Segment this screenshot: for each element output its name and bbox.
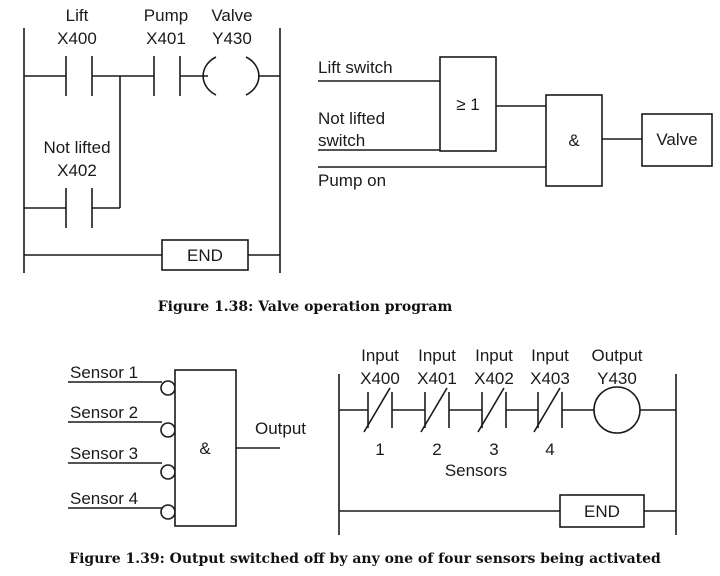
contact-4-name-label: Input: [531, 346, 569, 365]
not-lifted-branch: [24, 76, 121, 228]
output-coil: [593, 386, 641, 434]
output-label: Output: [255, 419, 306, 438]
pump-name-label: Pump: [144, 6, 188, 25]
valve-output-label: Valve: [656, 130, 697, 149]
and-gate-box: [174, 369, 237, 527]
sensor-1-label: Sensor 1: [70, 363, 138, 382]
contact-2-name-label: Input: [418, 346, 456, 365]
figure-1-39-caption: Figure 1.39: Output switched off by any …: [69, 551, 661, 567]
and-gate-label: &: [199, 439, 211, 458]
fig138-ladder-diagram: END Lift X400 Pump X401 Valve Y430 Not l…: [23, 6, 281, 273]
and-gate-label: &: [568, 131, 580, 150]
output-name-label: Output: [591, 346, 642, 365]
sensor-number-4: 4: [545, 440, 554, 459]
rung-1: [24, 56, 280, 96]
and-gate-box: [545, 94, 603, 187]
output-address-label: Y430: [597, 369, 637, 388]
or-gate-label: ≥ 1: [456, 95, 480, 114]
contact-1-address-label: X400: [360, 369, 400, 388]
not-lifted-label-line2: switch: [318, 131, 365, 150]
valve-address-label: Y430: [212, 29, 252, 48]
end-box: [559, 494, 645, 528]
sensor-number-2: 2: [432, 440, 441, 459]
nc-contact-1: [363, 387, 393, 433]
sensor-number-1: 1: [375, 440, 384, 459]
contact-3-name-label: Input: [475, 346, 513, 365]
sensor-4-inverter-bubble: [160, 504, 176, 520]
lift-name-label: Lift: [66, 6, 89, 25]
or-gate-box: [439, 56, 497, 152]
sensor-1-inverter-bubble: [160, 380, 176, 396]
pump-address-label: X401: [146, 29, 186, 48]
contact-2-address-label: X401: [417, 369, 457, 388]
fig138-logic-diagram: ≥ 1 & Valve Lift switch Not lifted switc…: [318, 56, 713, 190]
contact-4-address-label: X403: [530, 369, 570, 388]
lift-address-label: X400: [57, 29, 97, 48]
end-label: END: [584, 502, 620, 521]
lift-switch-label: Lift switch: [318, 58, 393, 77]
sensor-3-inverter-bubble: [160, 464, 176, 480]
nc-contact-4: [533, 387, 563, 433]
nc-contact-2: [420, 387, 450, 433]
sensor-number-3: 3: [489, 440, 498, 459]
fig139-ladder-diagram: END Input X400 Input X401 Input X402 Inp…: [338, 346, 677, 535]
valve-coil-left-arc: [202, 56, 217, 96]
sensor-3-label: Sensor 3: [70, 444, 138, 463]
end-box: [161, 239, 249, 271]
valve-name-label: Valve: [211, 6, 252, 25]
fig139-logic-diagram: & Output Sensor 1 Sensor 2 Sensor 3 Sens…: [68, 363, 306, 527]
not-lifted-address-label: X402: [57, 161, 97, 180]
not-lifted-name-label: Not lifted: [43, 138, 110, 157]
sensor-4-label: Sensor 4: [70, 489, 138, 508]
end-rung: END: [24, 239, 280, 271]
sensors-label: Sensors: [445, 461, 507, 480]
nc-contact-3: [477, 387, 507, 433]
contact-3-address-label: X402: [474, 369, 514, 388]
sensor-2-label: Sensor 2: [70, 403, 138, 422]
valve-output-box: [641, 113, 713, 167]
sensor-2-inverter-bubble: [160, 422, 176, 438]
not-lifted-label-line1: Not lifted: [318, 109, 385, 128]
pump-on-label: Pump on: [318, 171, 386, 190]
contact-1-name-label: Input: [361, 346, 399, 365]
valve-coil-right-arc: [245, 56, 260, 96]
figure-1-38-caption: Figure 1.38: Valve operation program: [158, 299, 453, 315]
end-label: END: [187, 246, 223, 265]
